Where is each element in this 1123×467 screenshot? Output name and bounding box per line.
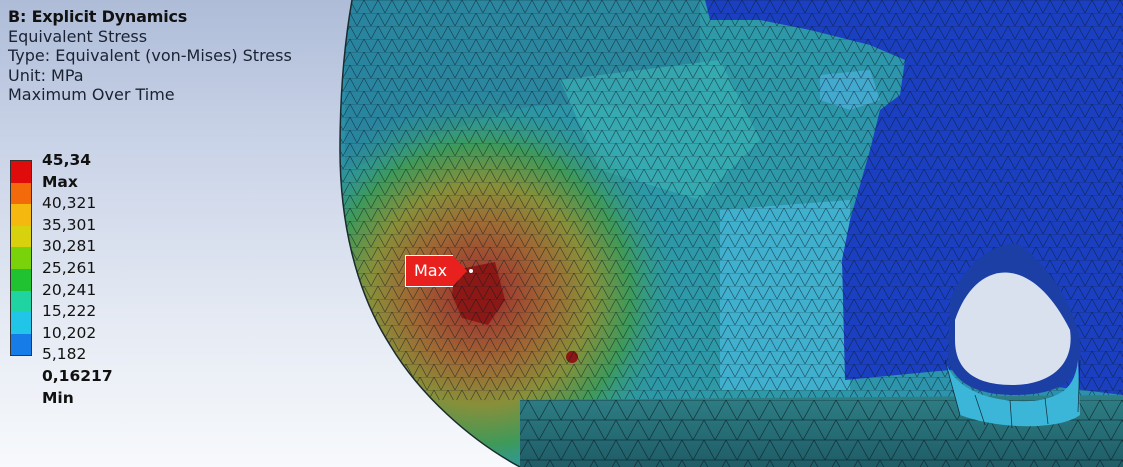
analysis-title: B: Explicit Dynamics bbox=[8, 7, 188, 26]
legend-band-7 bbox=[11, 290, 31, 313]
legend-band-9 bbox=[11, 333, 31, 356]
legend-label: 15,222 bbox=[42, 302, 97, 321]
legend-label: 5,182 bbox=[42, 345, 87, 364]
legend-color-bar bbox=[10, 160, 32, 357]
max-probe-label[interactable]: Max bbox=[405, 255, 474, 287]
legend-label: 10,202 bbox=[42, 323, 97, 342]
result-info: B: Explicit Dynamics Equivalent Stress T… bbox=[8, 7, 292, 105]
legend-band-4 bbox=[11, 225, 31, 248]
legend-label: 40,321 bbox=[42, 194, 97, 213]
legend-label-min: 0,16217 Min bbox=[42, 366, 113, 407]
legend-labels: 45,34 Max 40,321 35,301 30,281 25,261 20… bbox=[42, 150, 113, 409]
max-probe-text: Max bbox=[405, 255, 454, 287]
result-name: Equivalent Stress bbox=[8, 26, 148, 46]
legend-band-2 bbox=[11, 182, 31, 205]
legend-band-5 bbox=[11, 247, 31, 269]
result-unit: Unit: MPa bbox=[8, 65, 84, 85]
legend-label: 20,241 bbox=[42, 280, 97, 299]
legend-band-6 bbox=[11, 268, 31, 291]
legend-label: 30,281 bbox=[42, 237, 97, 256]
legend-label: 35,301 bbox=[42, 215, 97, 234]
probe-pointer bbox=[453, 256, 468, 286]
result-time: Maximum Over Time bbox=[8, 85, 175, 104]
legend-band-1 bbox=[11, 161, 31, 183]
legend-label-max: 45,34 Max bbox=[42, 151, 92, 191]
legend-band-3 bbox=[11, 204, 31, 226]
result-type: Type: Equivalent (von-Mises) Stress bbox=[8, 46, 292, 65]
legend-label: 25,261 bbox=[42, 258, 97, 277]
probe-point bbox=[469, 269, 474, 273]
legend-band-8 bbox=[11, 312, 31, 334]
